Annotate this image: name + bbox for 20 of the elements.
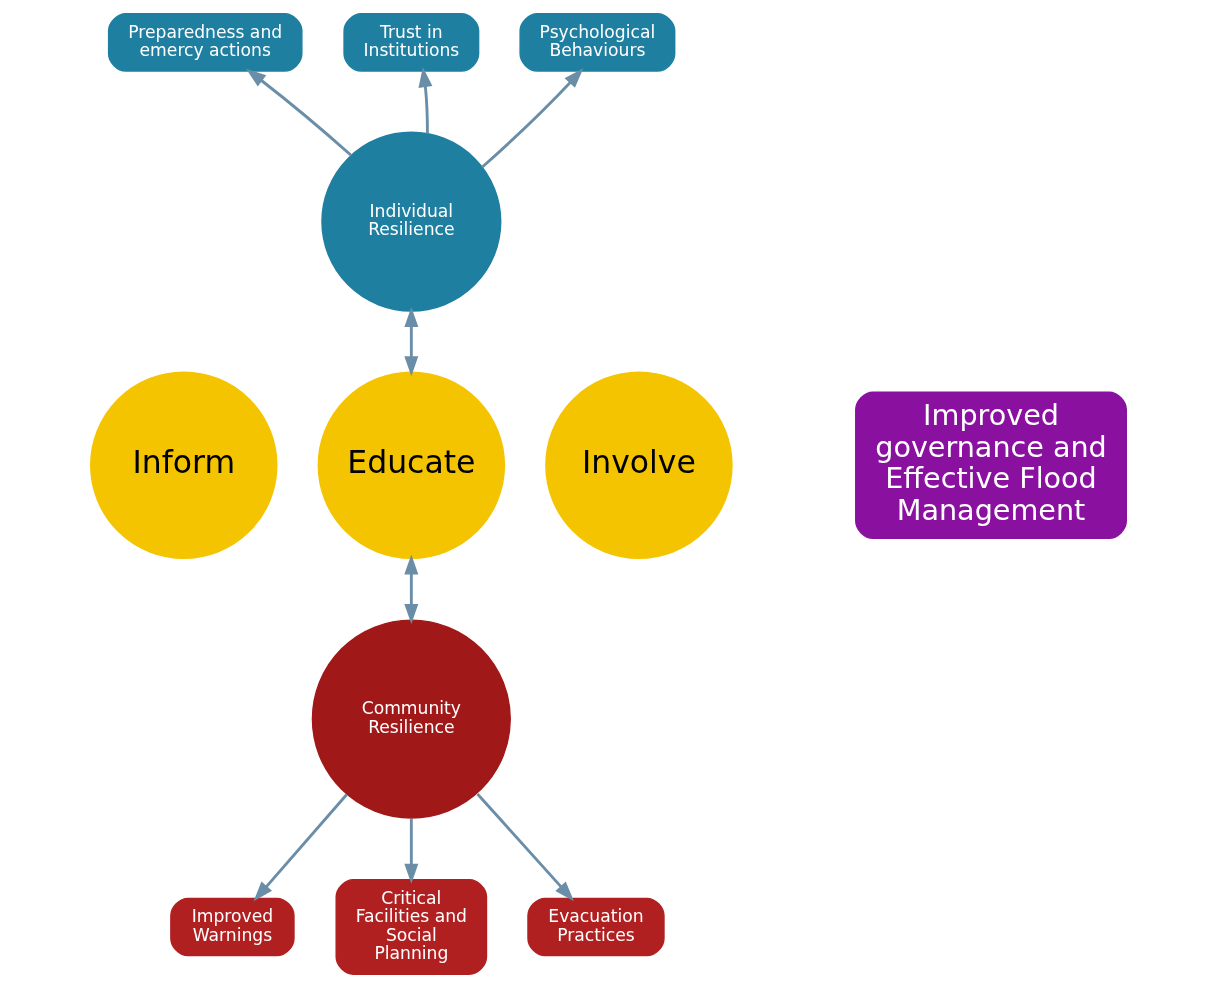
- node-circle: Involve: [544, 371, 733, 560]
- node-circle: Individual Resilience: [320, 131, 501, 312]
- node-box: Trust in Institutions: [342, 13, 479, 72]
- node-box: Psychological Behaviours: [518, 13, 675, 72]
- arrow: [403, 818, 418, 884]
- node-circle: Community Resilience: [311, 619, 511, 819]
- arrow: [403, 554, 418, 625]
- node-box: Critical Facilities and Social Planning: [334, 879, 487, 975]
- node-box: Evacuation Practices: [526, 897, 665, 957]
- arrow: [417, 67, 432, 134]
- node-circle: Educate: [317, 371, 505, 560]
- node-box: Improved Warnings: [169, 897, 295, 957]
- node-circle: Inform: [89, 371, 277, 560]
- arrow: [253, 793, 348, 902]
- arrow: [403, 307, 418, 377]
- arrow: [245, 68, 352, 157]
- node-box: Preparedness and emercy actions: [107, 13, 303, 72]
- arrow: [480, 68, 583, 169]
- arrow: [475, 792, 574, 902]
- node-box: Improved governance and Effective Flood Management: [854, 391, 1127, 539]
